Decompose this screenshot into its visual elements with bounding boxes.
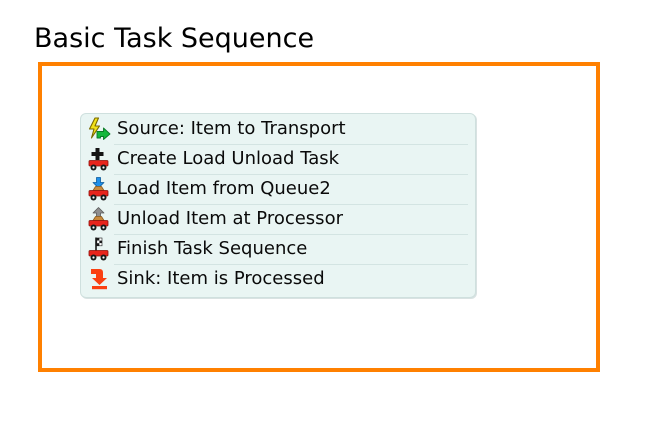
list-item-label: Sink: Item is Processed (117, 268, 325, 289)
load-cart-down-arrow-icon (86, 176, 112, 202)
highlight-box (38, 62, 600, 372)
page-title: Basic Task Sequence (34, 23, 315, 54)
list-item[interactable]: Create Load Unload Task (81, 144, 475, 174)
list-item-label: Source: Item to Transport (117, 118, 346, 139)
list-item[interactable]: Load Item from Queue2 (81, 174, 475, 204)
task-sequence-list[interactable]: Source: Item to Transport Create Load Un… (80, 113, 476, 298)
unload-cart-up-arrow-icon (86, 206, 112, 232)
list-item-label: Load Item from Queue2 (117, 178, 331, 199)
create-task-cart-plus-icon (86, 146, 112, 172)
list-item[interactable]: Sink: Item is Processed (81, 264, 475, 294)
list-item-label: Unload Item at Processor (117, 208, 343, 229)
list-item[interactable]: Source: Item to Transport (81, 114, 475, 144)
source-lightning-arrow-icon (86, 116, 112, 142)
list-item[interactable]: Unload Item at Processor (81, 204, 475, 234)
list-item[interactable]: Finish Task Sequence (81, 234, 475, 264)
list-item-label: Create Load Unload Task (117, 148, 340, 169)
sink-down-arrow-bar-icon (86, 266, 112, 292)
finish-cart-checkered-flag-icon (86, 236, 112, 262)
list-item-label: Finish Task Sequence (117, 238, 308, 259)
